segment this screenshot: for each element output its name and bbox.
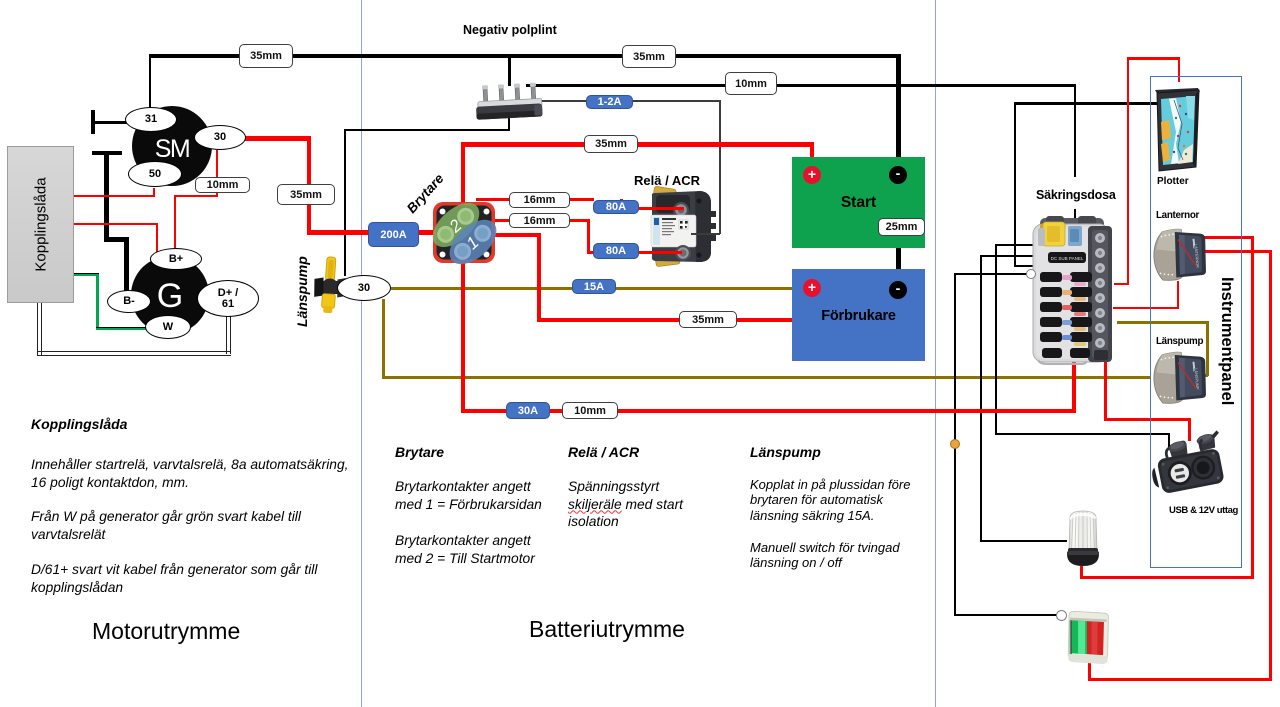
svg-text:DC SUB PANEL: DC SUB PANEL xyxy=(1051,256,1084,261)
svg-text:LÄNSPUMP: LÄNSPUMP xyxy=(1194,368,1200,390)
svg-text:LANTERNOR: LANTERNOR xyxy=(1193,244,1199,268)
